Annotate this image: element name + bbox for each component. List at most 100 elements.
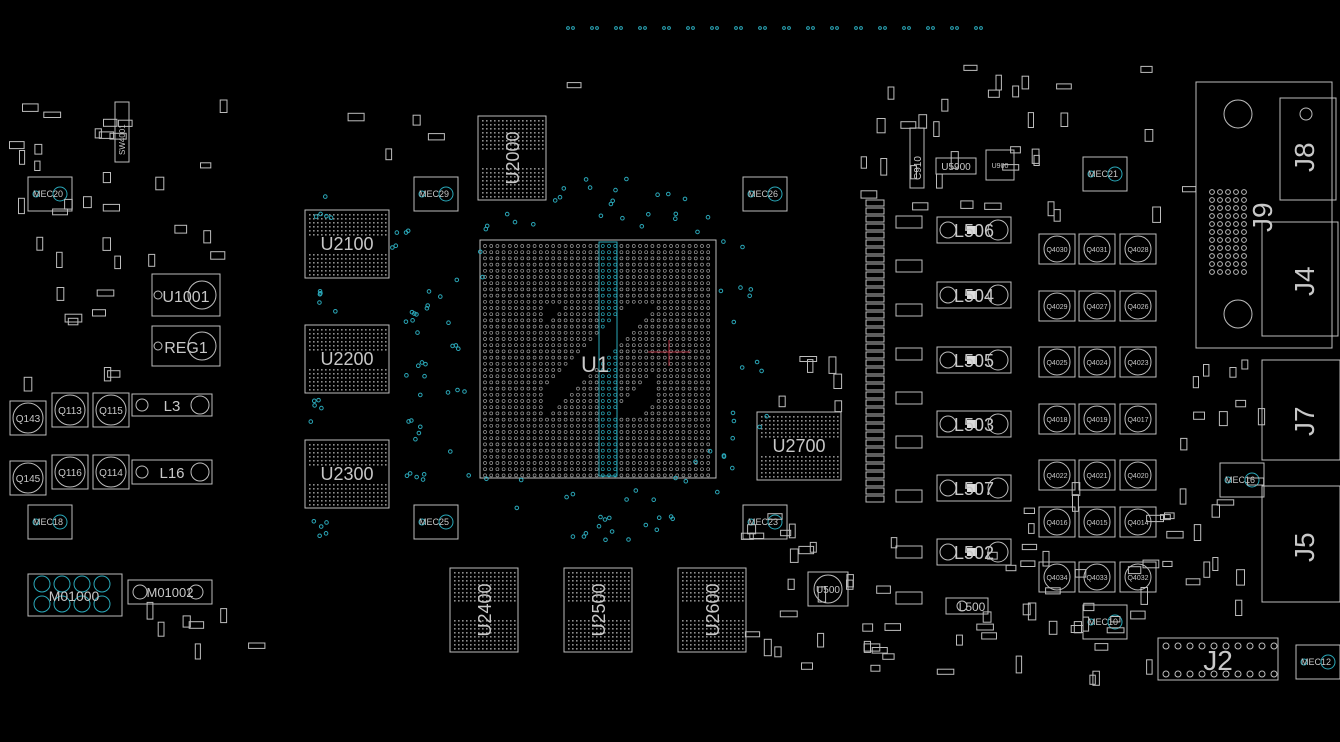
reg1-regulator[interactable]: REG1	[151, 325, 221, 367]
left-mosfet-q114[interactable]: Q114	[92, 454, 130, 490]
u500-label: U500	[816, 585, 840, 596]
u1001-regulator[interactable]: U1001	[151, 273, 221, 317]
l3-inductor[interactable]: L3	[131, 393, 213, 417]
m01002-part[interactable]: M01002	[127, 579, 213, 605]
memory-chip-label: U2400	[475, 583, 495, 636]
mosfet-label: Q4023	[1127, 360, 1148, 367]
inductor-l507[interactable]: L507	[936, 474, 1012, 502]
j7-label: J7	[1289, 406, 1320, 436]
mosfet-q4018[interactable]: Q4018	[1038, 403, 1076, 435]
m01000-part[interactable]: M01000	[27, 573, 123, 617]
mosfet-q4022[interactable]: Q4022	[1038, 459, 1076, 491]
inductor-l502[interactable]: L502	[936, 538, 1012, 566]
memory-chip-label: U2700	[772, 436, 825, 456]
mosfet-label: Q4025	[1046, 360, 1067, 367]
mosfet-label: Q4018	[1046, 417, 1067, 424]
passive-components	[9, 64, 1266, 686]
inductor-l503[interactable]: L503	[936, 410, 1012, 438]
misc-parts: U500 U900 U5900 C910	[807, 127, 1015, 607]
j2-label: J2	[1203, 645, 1233, 676]
memory-chip-u2500[interactable]: U2500	[563, 567, 633, 653]
mosfet-q4031[interactable]: Q4031	[1078, 233, 1116, 265]
left-mosfet-label: Q143	[16, 414, 41, 425]
memory-chip-label: U2600	[703, 583, 723, 636]
mosfet-q4020[interactable]: Q4020	[1119, 459, 1157, 491]
memory-chip-label: U2300	[320, 464, 373, 484]
gpu-package[interactable]: U1	[479, 239, 717, 479]
mounting-hole-label: MEC20	[33, 189, 63, 199]
memory-chip-label: U2100	[320, 234, 373, 254]
mosfet-q4023[interactable]: Q4023	[1119, 346, 1157, 378]
mosfet-q4024[interactable]: Q4024	[1078, 346, 1116, 378]
mosfet-q4026[interactable]: Q4026	[1119, 290, 1157, 322]
c910-label: C910	[913, 156, 924, 180]
u900-label: U900	[992, 163, 1009, 170]
mosfet-q4016[interactable]: Q4016	[1038, 506, 1076, 538]
memory-chip-u2300[interactable]: U2300	[304, 439, 390, 509]
mosfet-q4032[interactable]: Q4032	[1119, 561, 1157, 593]
left-mosfet-label: Q145	[16, 474, 41, 485]
memory-chip-u2400[interactable]: U2400	[449, 567, 519, 653]
teal-vias	[308, 194, 428, 539]
mosfet-label: Q4022	[1046, 473, 1067, 480]
inductor-l504[interactable]: L504	[936, 281, 1012, 309]
sw4001-switch[interactable]: SW4001	[114, 101, 130, 163]
inductor-l500[interactable]: L500	[945, 597, 989, 615]
j4-label: J4	[1289, 266, 1320, 296]
memory-chip-u2200[interactable]: U2200	[304, 324, 390, 394]
memory-chip-u2700[interactable]: U2700	[756, 411, 842, 481]
mounting-hole-mec21[interactable]: MEC21	[1082, 156, 1128, 192]
inductor-label: L502	[954, 543, 994, 563]
memory-chip-u2600[interactable]: U2600	[677, 567, 747, 653]
left-mosfet-q143[interactable]: Q143	[9, 400, 47, 436]
mosfet-q4015[interactable]: Q4015	[1078, 506, 1116, 538]
left-mosfet-q113[interactable]: Q113	[51, 392, 89, 428]
mosfet-q4030[interactable]: Q4030	[1038, 233, 1076, 265]
j9-label: J9	[1247, 202, 1278, 232]
c910-cap[interactable]: C910	[909, 127, 925, 189]
gpu-label: U1	[581, 352, 609, 377]
mounting-hole-label: MEC26	[748, 189, 778, 199]
mosfet-q4028[interactable]: Q4028	[1119, 233, 1157, 265]
mounting-hole-mec16[interactable]: MEC16	[1219, 462, 1265, 498]
mounting-hole-mec18[interactable]: MEC18	[27, 504, 73, 540]
memory-chip-u2000[interactable]: U2000	[477, 115, 547, 201]
mosfet-q4017[interactable]: Q4017	[1119, 403, 1157, 435]
u500-chip[interactable]: U500	[807, 571, 849, 607]
u1001-label: U1001	[162, 289, 209, 306]
left-mosfet-label: Q113	[58, 406, 82, 417]
memory-chip-u2100[interactable]: U2100	[304, 209, 390, 279]
l16-label: L16	[159, 465, 184, 482]
inductor-label: L505	[954, 351, 994, 371]
inductor-l505[interactable]: L505	[936, 346, 1012, 374]
memory-chip-label: U2200	[320, 349, 373, 369]
u5900-chip[interactable]: U5900	[935, 157, 977, 175]
mosfet-q4019[interactable]: Q4019	[1078, 403, 1116, 435]
mosfet-label: Q4031	[1086, 247, 1107, 254]
mounting-hole-mec12[interactable]: MEC12	[1295, 644, 1340, 680]
left-mosfet-q145[interactable]: Q145	[9, 460, 47, 496]
l16-inductor[interactable]: L16	[131, 459, 213, 485]
m01000-label: M01000	[49, 588, 100, 604]
inductor-label: L503	[954, 415, 994, 435]
mosfet-q4025[interactable]: Q4025	[1038, 346, 1076, 378]
inductor-label: L500	[959, 600, 986, 614]
left-mosfet-q115[interactable]: Q115	[92, 392, 130, 428]
j5-label: J5	[1289, 532, 1320, 562]
inductor-label: L507	[954, 479, 994, 499]
mosfet-q4029[interactable]: Q4029	[1038, 290, 1076, 322]
mosfet-label: Q4032	[1127, 575, 1148, 582]
mounting-hole-mec29[interactable]: MEC29	[413, 176, 459, 212]
mosfet-label: Q4015	[1086, 520, 1107, 527]
left-mosfet-q116[interactable]: Q116	[51, 454, 89, 490]
mounting-hole-label: MEC12	[1301, 657, 1331, 667]
mounting-hole-mec26[interactable]: MEC26	[742, 176, 788, 212]
mosfet-label: Q4034	[1046, 575, 1067, 582]
mounting-hole-mec25[interactable]: MEC25	[413, 504, 459, 540]
mosfet-q4027[interactable]: Q4027	[1078, 290, 1116, 322]
inductor-l506[interactable]: L506	[936, 216, 1012, 244]
mosfet-q4021[interactable]: Q4021	[1078, 459, 1116, 491]
mounting-hole-mec20[interactable]: MEC20	[27, 176, 73, 212]
